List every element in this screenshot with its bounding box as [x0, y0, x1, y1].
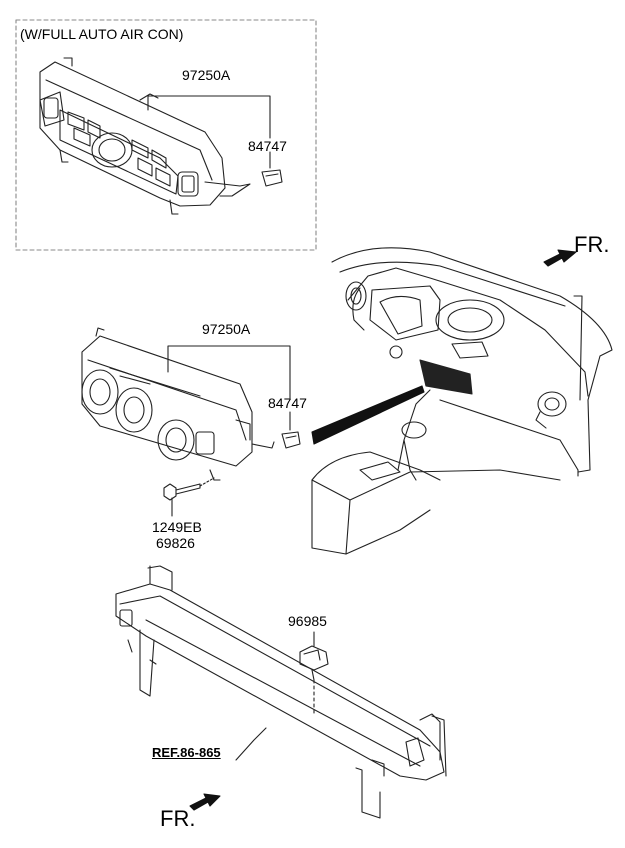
variant-frame: [15, 19, 317, 251]
manual-connector-label: 84747: [268, 395, 307, 411]
sensor-label: 96985: [288, 613, 327, 629]
manual-climate-control-unit: [82, 328, 274, 480]
mounting-bolt: [163, 483, 201, 501]
bolt-part-label-1: 1249EB: [152, 519, 202, 535]
auto-connector-part: [261, 169, 283, 187]
leader-manual-unit: [167, 345, 291, 399]
bolt-part-label-2: 69826: [156, 535, 195, 551]
auto-climate-control-unit: [40, 58, 250, 214]
manual-connector-part: [281, 431, 301, 449]
leader-ref: [235, 727, 267, 761]
variant-note: (W/FULL AUTO AIR CON): [20, 26, 184, 42]
front-label-top: FR.: [574, 232, 610, 257]
auto-connector-label: 84747: [248, 138, 287, 154]
manual-unit-label: 97250A: [202, 321, 251, 337]
install-arrow: [311, 385, 425, 445]
reference-label: REF.86-865: [152, 745, 221, 760]
front-label-bottom: FR.: [160, 806, 196, 831]
dashboard-assembly: [311, 247, 613, 555]
sensor-part: [299, 645, 329, 681]
leader-auto-unit: [147, 95, 271, 139]
cowl-crossmember: [115, 565, 447, 819]
auto-unit-label: 97250A: [182, 67, 231, 83]
front-arrow-top: [543, 249, 577, 267]
front-arrow-bottom: [189, 793, 221, 811]
